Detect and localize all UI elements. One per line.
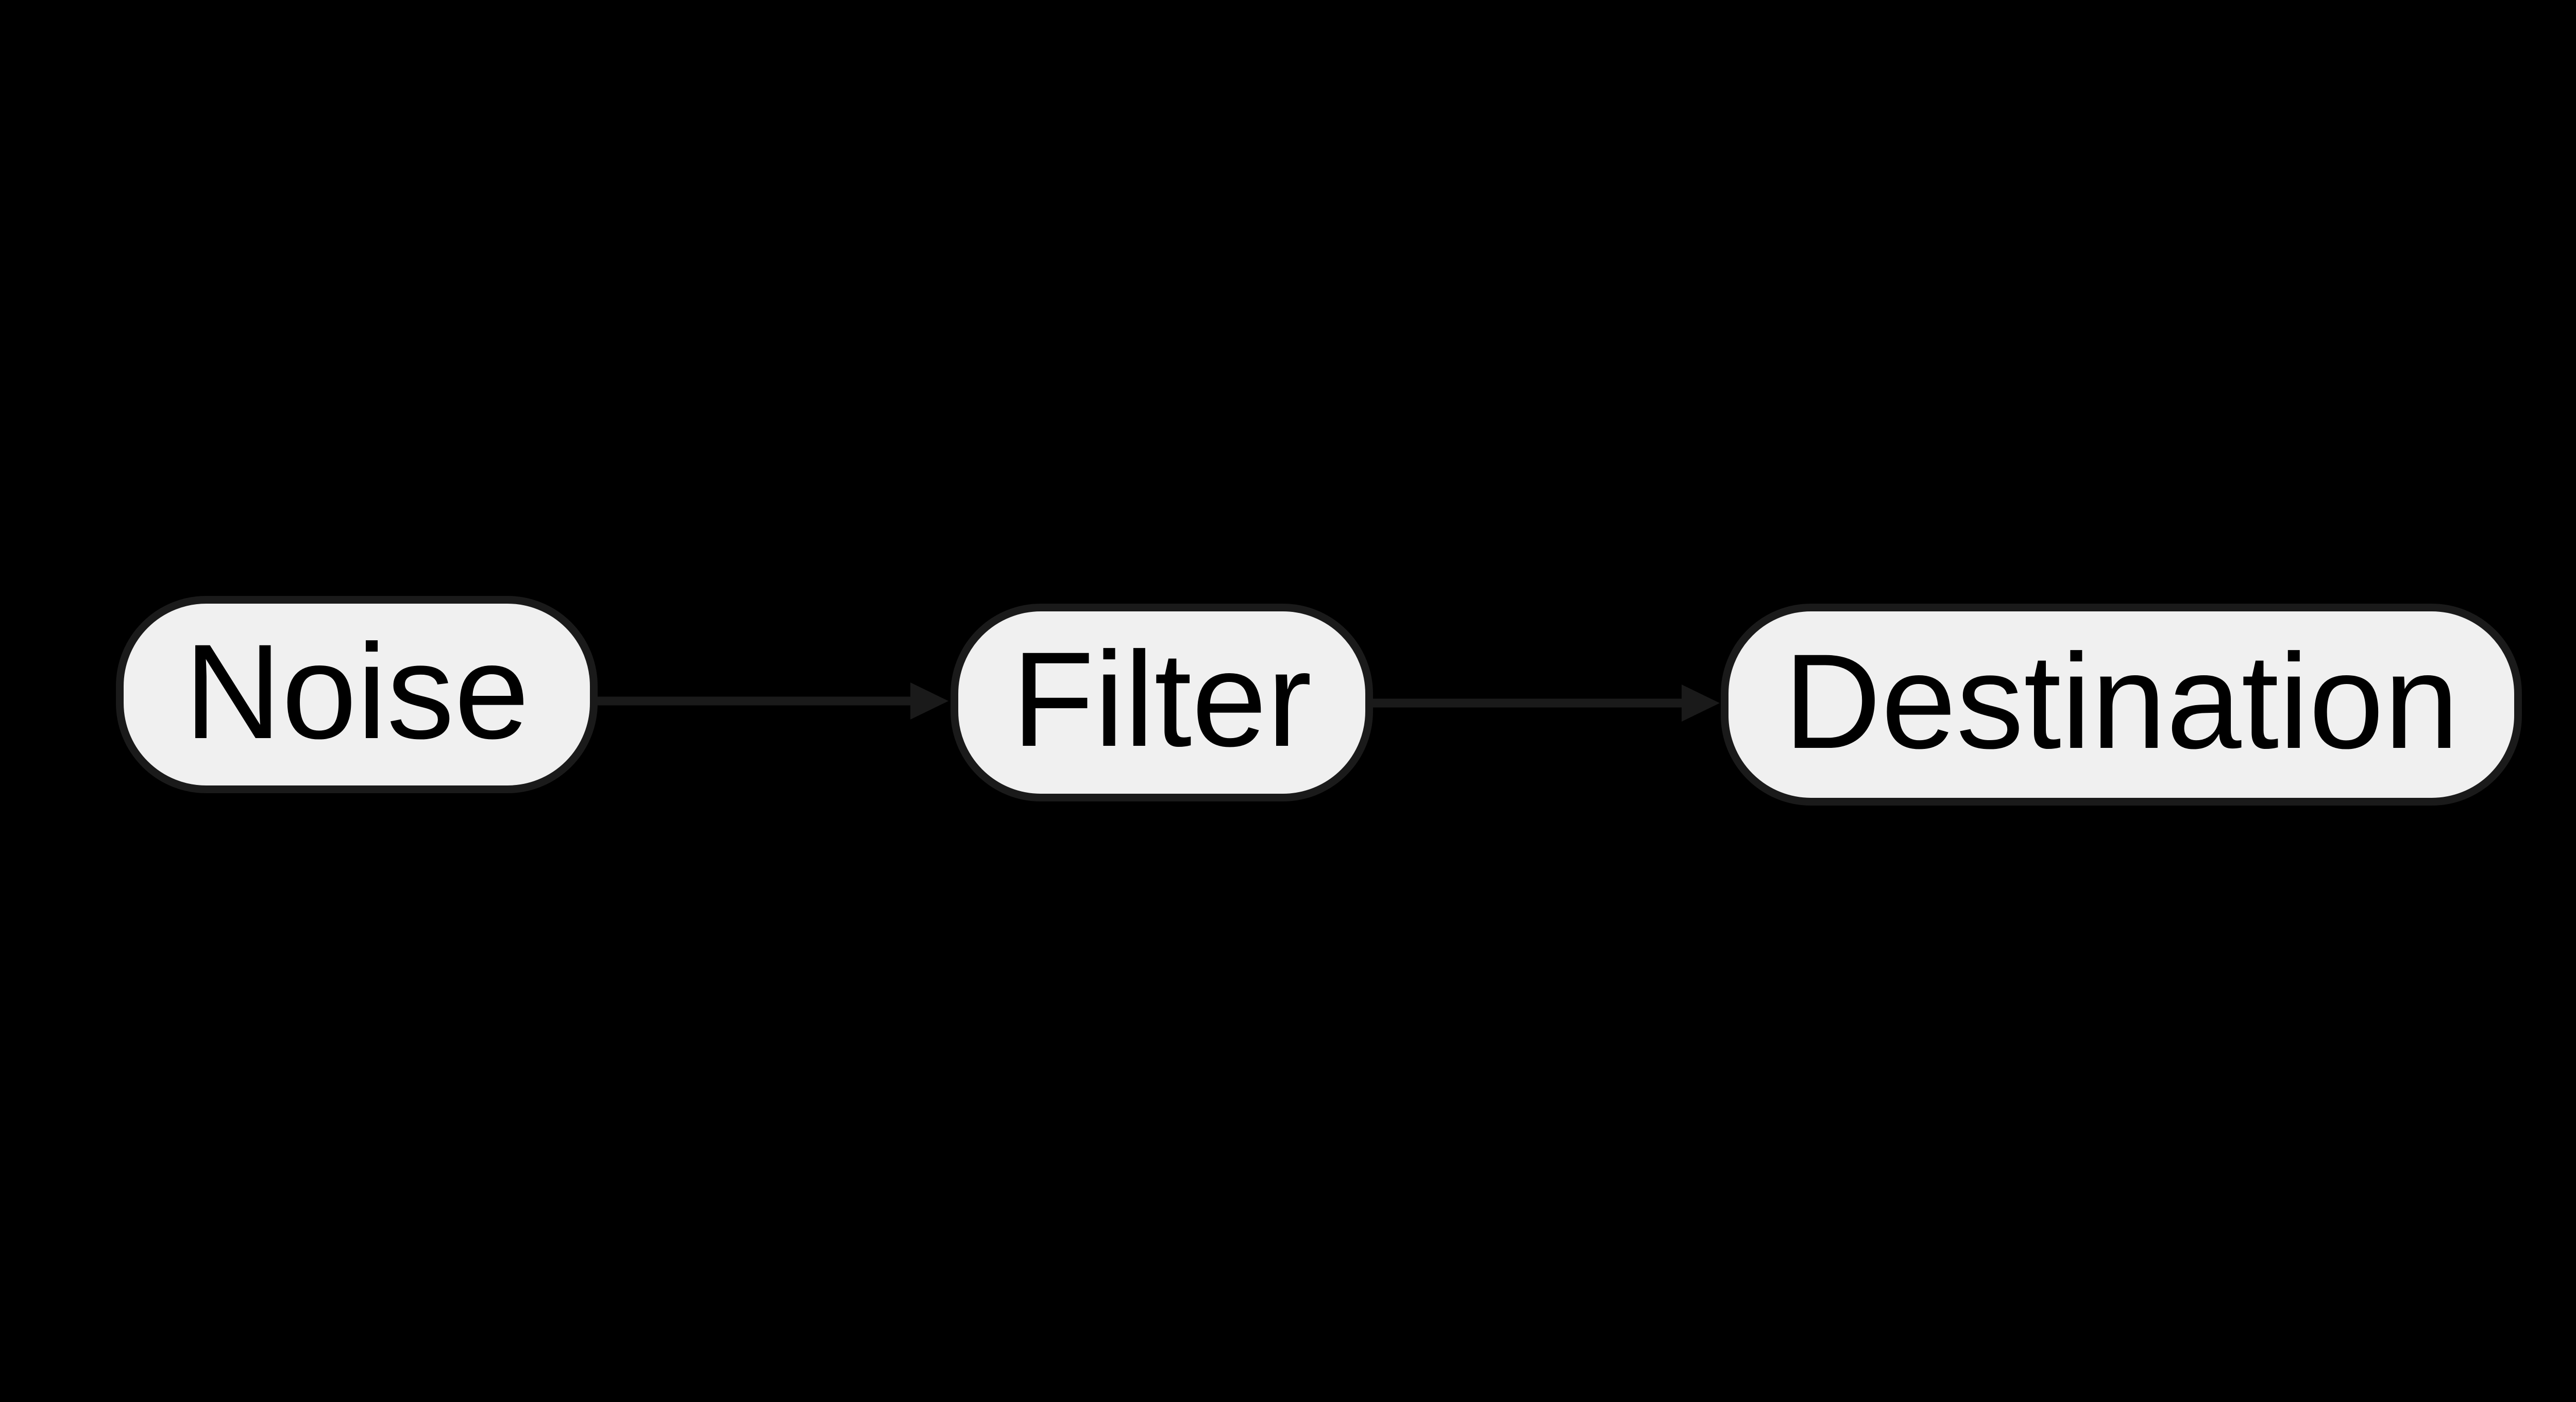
node-destination: Destination xyxy=(1721,604,2522,806)
arrow-head-icon xyxy=(910,682,948,720)
arrow-head-icon xyxy=(1682,685,1720,722)
node-noise-label: Noise xyxy=(184,615,530,767)
node-filter-label: Filter xyxy=(1011,624,1312,775)
edge-noise-to-filter xyxy=(597,682,948,720)
node-noise: Noise xyxy=(116,596,598,793)
edge-filter-to-destination xyxy=(1372,685,1720,722)
node-destination-label: Destination xyxy=(1784,626,2459,777)
node-filter: Filter xyxy=(951,604,1373,801)
